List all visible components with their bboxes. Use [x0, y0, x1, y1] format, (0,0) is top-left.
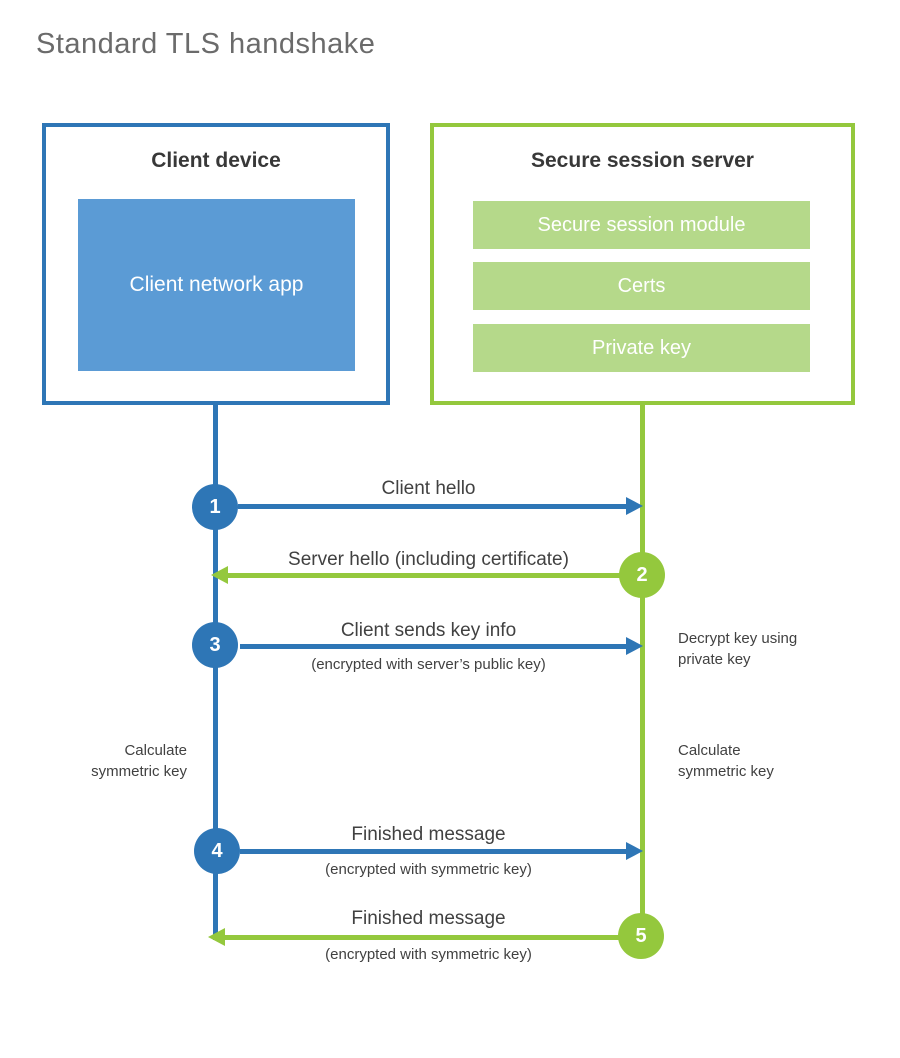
step-4-label: Finished message — [351, 824, 506, 845]
step-1-label: Client hello — [381, 478, 476, 499]
step-1-arrow-line — [238, 504, 628, 509]
page-title: Standard TLS handshake — [36, 28, 376, 60]
note-calculate-symmetric-key-client: Calculate symmetric key — [91, 742, 187, 781]
step-5-badge: 5 — [618, 913, 664, 959]
secure-session-server-title: Secure session server — [531, 149, 754, 172]
step-3-sublabel: (encrypted with server’s public key) — [311, 656, 546, 673]
step-4-sublabel: (encrypted with symmetric key) — [325, 861, 532, 878]
client-device-title: Client device — [151, 149, 281, 172]
step-4-badge: 4 — [194, 828, 240, 874]
step-3-label: Client sends key info — [340, 620, 517, 641]
server-lifeline — [640, 403, 645, 936]
note-calculate-symmetric-key-server: Calculate symmetric key — [678, 742, 774, 781]
client-lifeline — [213, 403, 218, 940]
client-network-app-box: Client network app — [78, 199, 355, 371]
step-3-badge: 3 — [192, 622, 238, 668]
server-module-secure-session-module: Secure session module — [473, 201, 810, 249]
step-1-arrowhead-right-icon — [626, 497, 643, 515]
step-2-arrowhead-left-icon — [211, 566, 228, 584]
step-5-sublabel: (encrypted with symmetric key) — [325, 946, 532, 963]
server-module-certs: Certs — [473, 262, 810, 310]
server-module-private-key: Private key — [473, 324, 810, 372]
step-2-arrow-line — [226, 573, 622, 578]
note-decrypt-key: Decrypt key using private key — [678, 630, 798, 669]
step-4-arrow-line — [240, 849, 628, 854]
step-2-label: Server hello (including certificate) — [288, 549, 569, 570]
step-1-badge: 1 — [192, 484, 238, 530]
step-3-arrowhead-right-icon — [626, 637, 643, 655]
step-2-badge: 2 — [619, 552, 665, 598]
step-5-arrowhead-left-icon — [208, 928, 225, 946]
client-network-app-label: Client network app — [129, 273, 304, 297]
step-5-label: Finished message — [351, 908, 506, 929]
step-5-arrow-line — [224, 935, 622, 940]
step-3-arrow-line — [240, 644, 628, 649]
step-4-arrowhead-right-icon — [626, 842, 643, 860]
